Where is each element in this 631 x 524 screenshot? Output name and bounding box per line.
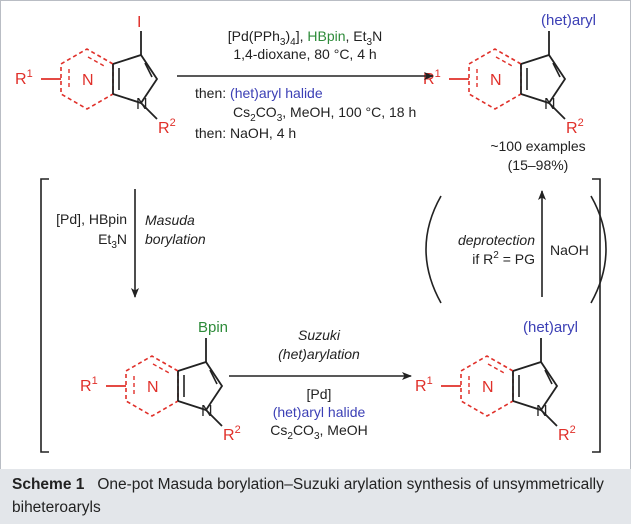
bpin-n-ring: N bbox=[147, 379, 159, 396]
product-r1: R1 bbox=[423, 68, 441, 88]
start-r2: R2 bbox=[158, 117, 176, 137]
borylation-name2: borylation bbox=[145, 231, 206, 247]
molecule-aryl: R1 N N R2 (het)aryl bbox=[415, 319, 578, 444]
start-n-pyrrole: N bbox=[136, 96, 148, 113]
suzuki-name2: (het)arylation bbox=[278, 346, 360, 362]
start-r1: R1 bbox=[15, 68, 33, 88]
product-yield: (15–98%) bbox=[508, 157, 569, 173]
suzuki-reagent1: [Pd] bbox=[307, 386, 332, 402]
top-cond-line2: 1,4-dioxane, 80 °C, 4 h bbox=[233, 46, 376, 62]
borylation-reagent2: Et3N bbox=[98, 231, 127, 251]
aryl-r2: R2 bbox=[558, 424, 576, 444]
caption-bar: Scheme 1 One-pot Masuda borylation–Suzuk… bbox=[0, 469, 631, 524]
top-cond-line3: then: (het)aryl halide bbox=[195, 85, 323, 101]
bpin-group: Bpin bbox=[198, 319, 228, 336]
product-aryl: (het)aryl bbox=[541, 12, 596, 29]
bpin-r2: R2 bbox=[223, 424, 241, 444]
molecule-start: R1 N N R2 I bbox=[15, 14, 176, 137]
start-iodo: I bbox=[137, 14, 141, 31]
caption-label: Scheme 1 bbox=[12, 476, 85, 493]
suzuki-name1: Suzuki bbox=[298, 327, 341, 343]
caption-text: One-pot Masuda borylation–Suzuki arylati… bbox=[12, 476, 604, 516]
aryl-group: (het)aryl bbox=[523, 319, 578, 336]
product-examples: ~100 examples bbox=[490, 138, 585, 154]
bpin-r1: R1 bbox=[80, 375, 98, 395]
deprotection-name: deprotection bbox=[458, 232, 535, 248]
product-r2: R2 bbox=[566, 117, 584, 137]
aryl-r1: R1 bbox=[415, 375, 433, 395]
borylation-reagent1: [Pd], HBpin bbox=[56, 211, 127, 227]
scheme-frame: R1 N N R2 I R1 N N R2 (het)aryl ~100 exa… bbox=[0, 0, 631, 469]
reaction-scheme: R1 N N R2 I R1 N N R2 (het)aryl ~100 exa… bbox=[15, 12, 607, 453]
start-n-ring: N bbox=[82, 72, 94, 89]
top-cond-line5: then: NaOH, 4 h bbox=[195, 125, 296, 141]
aryl-n-ring: N bbox=[482, 379, 494, 396]
right-bracket bbox=[592, 178, 601, 453]
left-bracket bbox=[40, 178, 49, 453]
molecule-product: R1 N N R2 (het)aryl bbox=[423, 12, 596, 137]
product-n-ring: N bbox=[490, 72, 502, 89]
borylation-name1: Masuda bbox=[145, 212, 195, 228]
deprotection-left-paren bbox=[425, 195, 442, 304]
suzuki-reagent3: Cs2CO3, MeOH bbox=[270, 422, 367, 442]
aryl-n-pyrrole: N bbox=[536, 403, 548, 420]
product-n-pyrrole: N bbox=[544, 96, 556, 113]
suzuki-reagent2: (het)aryl halide bbox=[273, 404, 366, 420]
deprotection-right-paren bbox=[590, 195, 607, 304]
deprotection-condition: if R2 = PG bbox=[472, 250, 535, 267]
bpin-n-pyrrole: N bbox=[201, 403, 213, 420]
deprotection-reagent: NaOH bbox=[550, 242, 589, 258]
molecule-bpin: R1 N N R2 Bpin bbox=[80, 319, 241, 444]
top-cond-line4: Cs2CO3, MeOH, 100 °C, 18 h bbox=[233, 104, 416, 124]
top-cond-line1: [Pd(PPh3)4], HBpin, Et3N bbox=[228, 28, 382, 48]
